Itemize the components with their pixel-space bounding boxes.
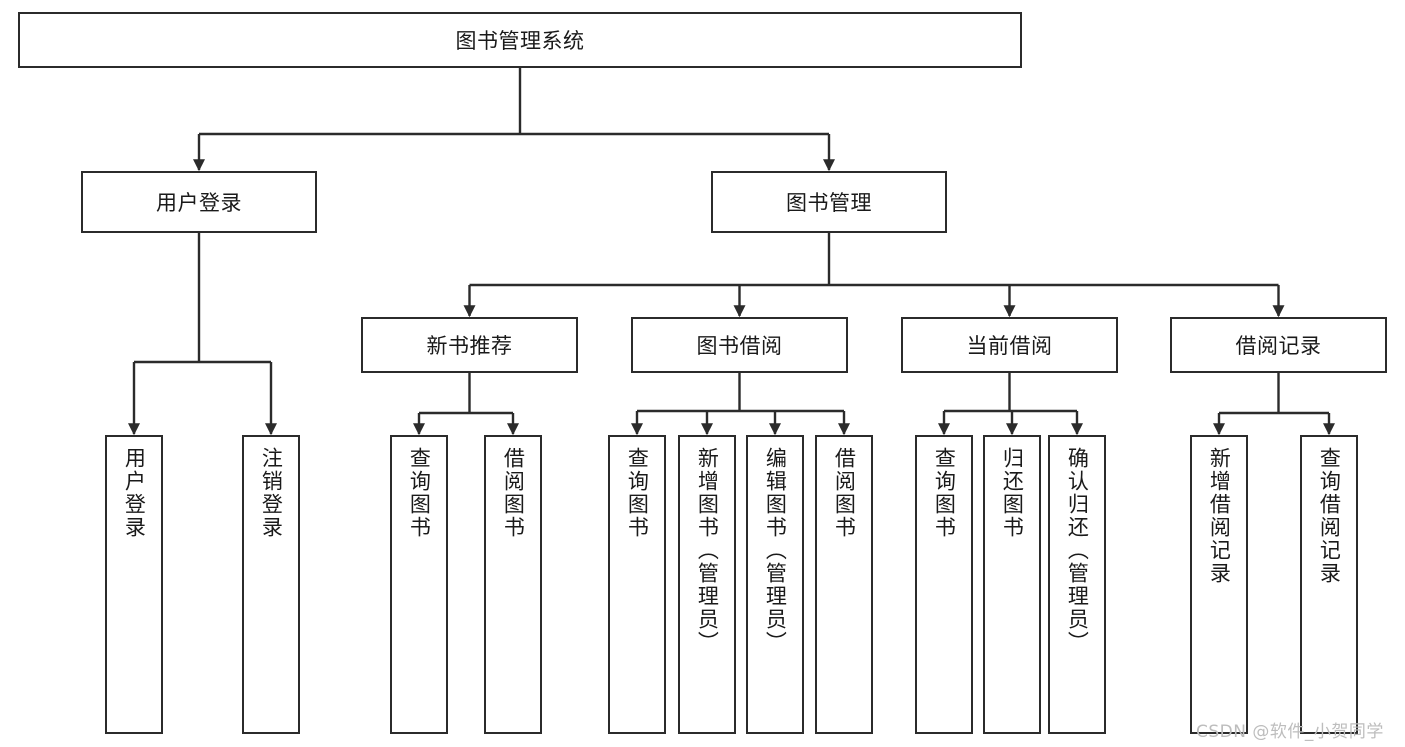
node-user-login-label: 用户登录 [156,191,242,215]
watermark: CSDN @软件_小贺同学 [1196,722,1384,742]
node-new-book-recommend[interactable]: 新书推荐 [361,317,578,373]
node-root[interactable]: 图书管理系统 [18,12,1022,68]
leaf-logout[interactable]: 注销登录 [242,435,300,734]
leaf-query-books[interactable]: 查询图书 [608,435,666,734]
leaf-borrow-books[interactable]: 借阅图书 [815,435,873,734]
leaf-return-books-label: 归还图书 [1000,447,1025,539]
node-current-borrow[interactable]: 当前借阅 [901,317,1118,373]
leaf-logout-label: 注销登录 [259,447,284,539]
node-root-label: 图书管理系统 [455,29,585,53]
leaf-return-books[interactable]: 归还图书 [983,435,1041,734]
node-book-borrow[interactable]: 图书借阅 [631,317,848,373]
leaf-add-book-admin[interactable]: 新增图书（管理员） [678,435,736,734]
leaf-edit-book-admin-label: 编辑图书（管理员） [763,447,788,654]
node-user-login[interactable]: 用户登录 [81,171,317,233]
node-book-management[interactable]: 图书管理 [711,171,947,233]
leaf-query-books-label: 查询图书 [625,447,650,539]
leaf-borrow-books-recommend-label: 借阅图书 [501,447,526,539]
leaf-confirm-return-admin-label: 确认归还（管理员） [1065,447,1090,654]
leaf-add-borrow-record-label: 新增借阅记录 [1207,447,1232,585]
leaf-add-book-admin-label: 新增图书（管理员） [695,447,720,654]
leaf-query-books-current[interactable]: 查询图书 [915,435,973,734]
node-book-borrow-label: 图书借阅 [696,334,783,358]
leaf-borrow-books-recommend[interactable]: 借阅图书 [484,435,542,734]
leaf-query-borrow-record-label: 查询借阅记录 [1317,447,1342,585]
node-new-book-recommend-label: 新书推荐 [426,334,513,358]
leaf-query-borrow-record[interactable]: 查询借阅记录 [1300,435,1358,734]
leaf-confirm-return-admin[interactable]: 确认归还（管理员） [1048,435,1106,734]
leaf-query-books-current-label: 查询图书 [932,447,957,539]
leaf-add-borrow-record[interactable]: 新增借阅记录 [1190,435,1248,734]
leaf-user-login-label: 用户登录 [122,447,147,539]
node-borrow-records[interactable]: 借阅记录 [1170,317,1387,373]
leaf-query-books-recommend-label: 查询图书 [407,447,432,539]
node-book-management-label: 图书管理 [786,191,872,215]
node-borrow-records-label: 借阅记录 [1235,334,1322,358]
leaf-edit-book-admin[interactable]: 编辑图书（管理员） [746,435,804,734]
leaf-borrow-books-label: 借阅图书 [832,447,857,539]
leaf-query-books-recommend[interactable]: 查询图书 [390,435,448,734]
leaf-user-login[interactable]: 用户登录 [105,435,163,734]
node-current-borrow-label: 当前借阅 [966,334,1053,358]
